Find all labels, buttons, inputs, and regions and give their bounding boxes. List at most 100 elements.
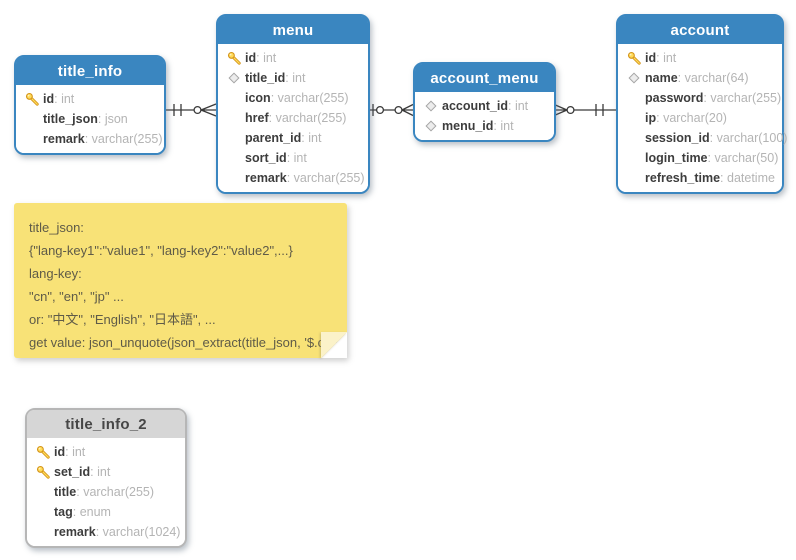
table-row[interactable]: idint bbox=[21, 89, 159, 109]
diamond-icon bbox=[420, 120, 442, 132]
table-row[interactable]: tagenum bbox=[32, 502, 180, 522]
table-row[interactable]: idint bbox=[32, 442, 180, 462]
field-name: id bbox=[43, 92, 55, 106]
table-body: account_idint menu_idint bbox=[415, 92, 554, 140]
table-row[interactable]: remarkvarchar(255) bbox=[21, 129, 163, 149]
table-body: idint title_idint iconvarchar(255) hrefv… bbox=[218, 44, 368, 192]
table-row[interactable]: sort_idint bbox=[223, 148, 363, 168]
table-account_menu[interactable]: account_menu account_idint menu_idint bbox=[413, 62, 556, 142]
table-row[interactable]: namevarchar(64) bbox=[623, 68, 777, 88]
sticky-note[interactable]: title_json: {"lang-key1":"value1", "lang… bbox=[14, 203, 347, 358]
cardinality-one-and-only-one-symbol bbox=[173, 104, 182, 116]
relationship-account_menu-account[interactable] bbox=[552, 98, 616, 122]
field-name: remark bbox=[245, 171, 287, 185]
table-row[interactable]: idint bbox=[623, 48, 777, 68]
table-header-menu[interactable]: menu bbox=[218, 16, 368, 44]
table-row[interactable]: remarkvarchar(1024) bbox=[32, 522, 180, 542]
field-type: varchar(255) bbox=[85, 132, 163, 146]
table-row[interactable]: idint bbox=[223, 48, 363, 68]
table-title_info[interactable]: title_info idint title_jsonjson remarkva… bbox=[14, 55, 166, 155]
field-name: name bbox=[645, 71, 678, 85]
table-row[interactable]: passwordvarchar(255) bbox=[623, 88, 781, 108]
note-line: or: "中文", "English", "日本語", ... bbox=[29, 312, 216, 327]
field-type: int bbox=[656, 51, 676, 65]
key-icon bbox=[32, 465, 54, 479]
field-name: account_id bbox=[442, 99, 508, 113]
relationship-title_info-menu[interactable] bbox=[166, 98, 217, 122]
field-name: ip bbox=[645, 111, 657, 125]
cardinality-zero-or-many-symbol bbox=[193, 103, 217, 117]
key-icon bbox=[223, 51, 245, 65]
field-type: datetime bbox=[720, 171, 775, 185]
cardinality-zero-or-one-symbol bbox=[372, 104, 385, 116]
field-name: title_json bbox=[43, 112, 98, 126]
table-menu[interactable]: menu idint title_idint iconvarchar(255) … bbox=[216, 14, 370, 194]
table-row[interactable]: ipvarchar(20) bbox=[623, 108, 777, 128]
cardinality-zero-or-many-symbol bbox=[552, 103, 575, 117]
cardinality-zero-or-many-symbol bbox=[394, 103, 414, 117]
field-type: int bbox=[301, 131, 321, 145]
field-type: json bbox=[98, 112, 128, 126]
table-row[interactable]: account_idint bbox=[420, 96, 549, 116]
field-name: tag bbox=[54, 505, 73, 519]
field-name: session_id bbox=[645, 131, 710, 145]
table-row[interactable]: session_idvarchar(100) bbox=[623, 128, 787, 148]
table-header-title_info_2[interactable]: title_info_2 bbox=[27, 410, 185, 438]
table-row[interactable]: remarkvarchar(255) bbox=[223, 168, 365, 188]
note-line: get value: json_unquote(json_extract(tit… bbox=[29, 335, 339, 350]
key-icon bbox=[21, 92, 43, 106]
table-row[interactable]: login_timevarchar(50) bbox=[623, 148, 778, 168]
note-line: {"lang-key1":"value1", "lang-key2":"valu… bbox=[29, 243, 293, 258]
table-header-account[interactable]: account bbox=[618, 16, 782, 44]
key-icon bbox=[623, 51, 645, 65]
field-name: href bbox=[245, 111, 269, 125]
table-row[interactable]: titlevarchar(255) bbox=[32, 482, 180, 502]
field-type: varchar(255) bbox=[76, 485, 154, 499]
relationship-menu-account_menu[interactable] bbox=[369, 98, 414, 122]
field-name: title bbox=[54, 485, 77, 499]
table-row[interactable]: refresh_timedatetime bbox=[623, 168, 777, 188]
note-line: "cn", "en", "jp" ... bbox=[29, 289, 124, 304]
note-line: lang-key: bbox=[29, 266, 82, 281]
field-type: varchar(50) bbox=[708, 151, 778, 165]
field-type: int bbox=[493, 119, 513, 133]
field-type: varchar(255) bbox=[269, 111, 347, 125]
field-type: int bbox=[54, 92, 74, 106]
field-name: remark bbox=[43, 132, 85, 146]
field-type: varchar(64) bbox=[678, 71, 749, 85]
field-name: id bbox=[645, 51, 657, 65]
key-icon bbox=[32, 445, 54, 459]
table-header-account_menu[interactable]: account_menu bbox=[415, 64, 554, 92]
field-name: id bbox=[245, 51, 257, 65]
field-name: password bbox=[645, 91, 704, 105]
table-header-title_info[interactable]: title_info bbox=[16, 57, 164, 85]
field-type: varchar(100) bbox=[710, 131, 788, 145]
note-fold-corner-icon bbox=[321, 332, 347, 358]
table-row[interactable]: set_idint bbox=[32, 462, 180, 482]
field-name: id bbox=[54, 445, 66, 459]
table-account[interactable]: account idint namevarchar(64) passwordva… bbox=[616, 14, 787, 194]
field-type: varchar(255) bbox=[271, 91, 349, 105]
field-name: menu_id bbox=[442, 119, 494, 133]
field-name: refresh_time bbox=[645, 171, 721, 185]
field-type: int bbox=[287, 151, 307, 165]
table-row[interactable]: title_idint bbox=[223, 68, 363, 88]
note-line: title_json: bbox=[29, 220, 84, 235]
table-row[interactable]: menu_idint bbox=[420, 116, 549, 136]
field-type: int bbox=[65, 445, 85, 459]
field-type: int bbox=[256, 51, 276, 65]
table-row[interactable]: hrefvarchar(255) bbox=[223, 108, 363, 128]
table-row[interactable]: title_jsonjson bbox=[21, 109, 159, 129]
field-type: int bbox=[90, 465, 110, 479]
field-type: varchar(255) bbox=[287, 171, 365, 185]
diamond-icon bbox=[223, 72, 245, 84]
table-body: idint set_idint titlevarchar(255) tagenu… bbox=[27, 438, 185, 546]
field-name: icon bbox=[245, 91, 271, 105]
table-row[interactable]: parent_idint bbox=[223, 128, 363, 148]
table-row[interactable]: iconvarchar(255) bbox=[223, 88, 363, 108]
field-name: title_id bbox=[245, 71, 286, 85]
table-title_info_2[interactable]: title_info_2 idint set_idint titlevarcha… bbox=[25, 408, 187, 548]
field-name: login_time bbox=[645, 151, 708, 165]
table-body: idint title_jsonjson remarkvarchar(255) bbox=[16, 85, 164, 153]
